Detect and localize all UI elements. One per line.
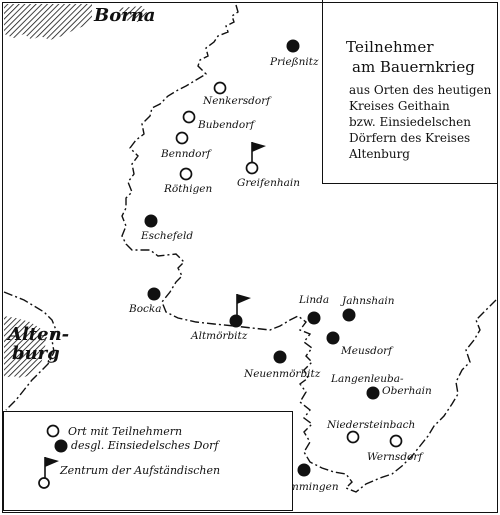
- flag-altmoerbitz: [236, 294, 251, 316]
- label-neuenmoerbitz: Neuenmörbitz: [244, 368, 321, 380]
- legend-label-flag: Zentrum der Aufständischen: [60, 464, 221, 477]
- label-wernsdorf: Wernsdorf: [367, 451, 423, 463]
- marker-wernsdorf: [389, 434, 403, 448]
- marker-neuenmoerbitz: [273, 350, 287, 364]
- flag-greifenhain: [251, 142, 266, 162]
- marker-meusdorf: [326, 331, 340, 345]
- label-benndorf: Benndorf: [161, 148, 211, 160]
- marker-bubendorf: [182, 110, 196, 124]
- marker-altmoerbitz: [229, 314, 243, 328]
- marker-roethigen: [179, 167, 193, 181]
- city-label-borna: Borna: [94, 5, 156, 26]
- marker-nenkersdorf: [213, 81, 227, 95]
- district-boundary: [121, 4, 497, 493]
- title-box: Teilnehmer am Bauernkrieg aus Orten des …: [322, 0, 498, 184]
- altenburg-urban-area: [4, 316, 46, 378]
- borna-urban-area: [4, 4, 92, 40]
- legend-box: Ort mit Teilnehmern desgl. Einsiedelsche…: [3, 411, 293, 511]
- subtitle-line-5: Altenburg: [349, 147, 410, 161]
- marker-flemmingen: [297, 463, 311, 477]
- marker-benndorf: [175, 131, 189, 145]
- legend-symbols: [38, 424, 68, 489]
- county-boundary-west: [3, 291, 57, 411]
- title-line-2: am Bauernkrieg: [352, 58, 475, 76]
- label-altmoerbitz: Altmörbitz: [191, 330, 248, 342]
- label-niedersteinbach: Niedersteinbach: [327, 419, 416, 431]
- marker-jahnshain: [342, 308, 356, 322]
- label-linda: Linda: [299, 294, 330, 306]
- city-label-altenburg-2: burg: [12, 343, 60, 364]
- marker-linda: [307, 311, 321, 325]
- label-eschefeld: Eschefeld: [141, 230, 194, 242]
- legend-label-filled: desgl. Einsiedelsches Dorf: [71, 439, 219, 452]
- label-oberhain: Oberhain: [382, 385, 432, 397]
- label-greifenhain: Greifenhain: [237, 177, 300, 189]
- label-flemmingen: Flemmingen: [272, 481, 339, 493]
- marker-niedersteinbach: [346, 430, 360, 444]
- legend-open-circle-icon: [46, 424, 60, 438]
- legend-flag-icon: [38, 457, 59, 489]
- label-meusdorf: Meusdorf: [341, 345, 393, 357]
- label-nenkersdorf: Nenkersdorf: [203, 95, 271, 107]
- label-priessnitz: Prießnitz: [270, 56, 319, 68]
- title-line-1: Teilnehmer: [346, 38, 434, 56]
- label-bocka: Bocka: [129, 303, 162, 315]
- subtitle-line-1: aus Orten des heutigen: [349, 83, 492, 97]
- label-langenleuba: Langenleuba-: [331, 373, 404, 385]
- marker-greifenhain: [245, 161, 259, 175]
- subtitle-line-4: Dörfern des Kreises: [349, 131, 471, 145]
- subtitle-line-2: Kreises Geithain: [349, 99, 450, 113]
- legend-label-open: Ort mit Teilnehmern: [68, 425, 183, 438]
- marker-eschefeld: [144, 214, 158, 228]
- marker-oberhain: [366, 386, 380, 400]
- borna-urban-spot: [118, 6, 148, 22]
- label-jahnshain: Jahnshain: [342, 295, 395, 307]
- marker-priessnitz: [286, 39, 300, 53]
- legend-filled-circle-icon: [54, 439, 68, 453]
- city-label-altenburg: Alten-: [8, 324, 70, 345]
- label-roethigen: Röthigen: [164, 183, 213, 195]
- label-bubendorf: Bubendorf: [198, 119, 255, 131]
- marker-bocka: [147, 287, 161, 301]
- subtitle-line-3: bzw. Einsiedelschen: [349, 115, 471, 129]
